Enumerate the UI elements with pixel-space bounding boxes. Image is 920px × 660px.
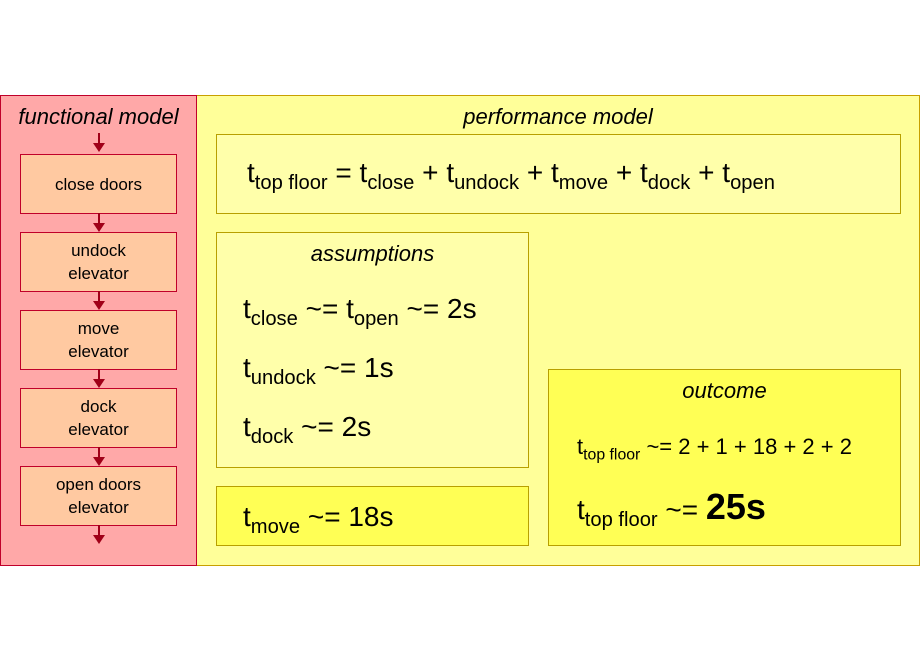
outcome-title: outcome — [682, 378, 767, 403]
move-estimate-box: tmove ~= 18s — [216, 486, 529, 546]
assumptions-title: assumptions — [310, 241, 435, 266]
assumption-dock: tdock ~= 2s — [243, 411, 372, 449]
step-open-doors-elevator: open doors elevator — [20, 466, 177, 526]
performance-model-title: performance model — [463, 104, 653, 129]
flow-arrow — [93, 525, 105, 544]
step-dock-elevator: dock elevator — [20, 388, 177, 448]
outcome-result-value: 25s — [705, 486, 766, 527]
functional-model-title: functional model — [18, 104, 179, 129]
flow-arrow — [93, 213, 105, 232]
step-undock-elevator: undock elevator — [20, 232, 177, 292]
outcome-result: ttop floor ~= 25s — [577, 486, 766, 532]
step-close-doors: close doors — [20, 154, 177, 214]
flow-arrow — [93, 291, 105, 310]
top-floor-formula: ttop floor = tclose + tundock + tmove + … — [247, 157, 775, 195]
flow-arrow — [93, 133, 105, 152]
outcome-sum: ttop floor ~= 2 + 1 + 18 + 2 + 2 — [577, 434, 852, 464]
assumption-close-open: tclose ~= topen ~= 2s — [243, 293, 477, 331]
flow-arrow — [93, 369, 105, 388]
assumptions-box: assumptions tclose ~= topen ~= 2s tundoc… — [216, 232, 529, 468]
step-move-elevator: move elevator — [20, 310, 177, 370]
move-estimate: tmove ~= 18s — [243, 501, 394, 539]
assumption-undock: tundock ~= 1s — [243, 352, 394, 390]
flow-arrow — [93, 447, 105, 466]
outcome-box: outcome ttop floor ~= 2 + 1 + 18 + 2 + 2… — [548, 369, 901, 546]
formula-box: ttop floor = tclose + tundock + tmove + … — [216, 134, 901, 214]
